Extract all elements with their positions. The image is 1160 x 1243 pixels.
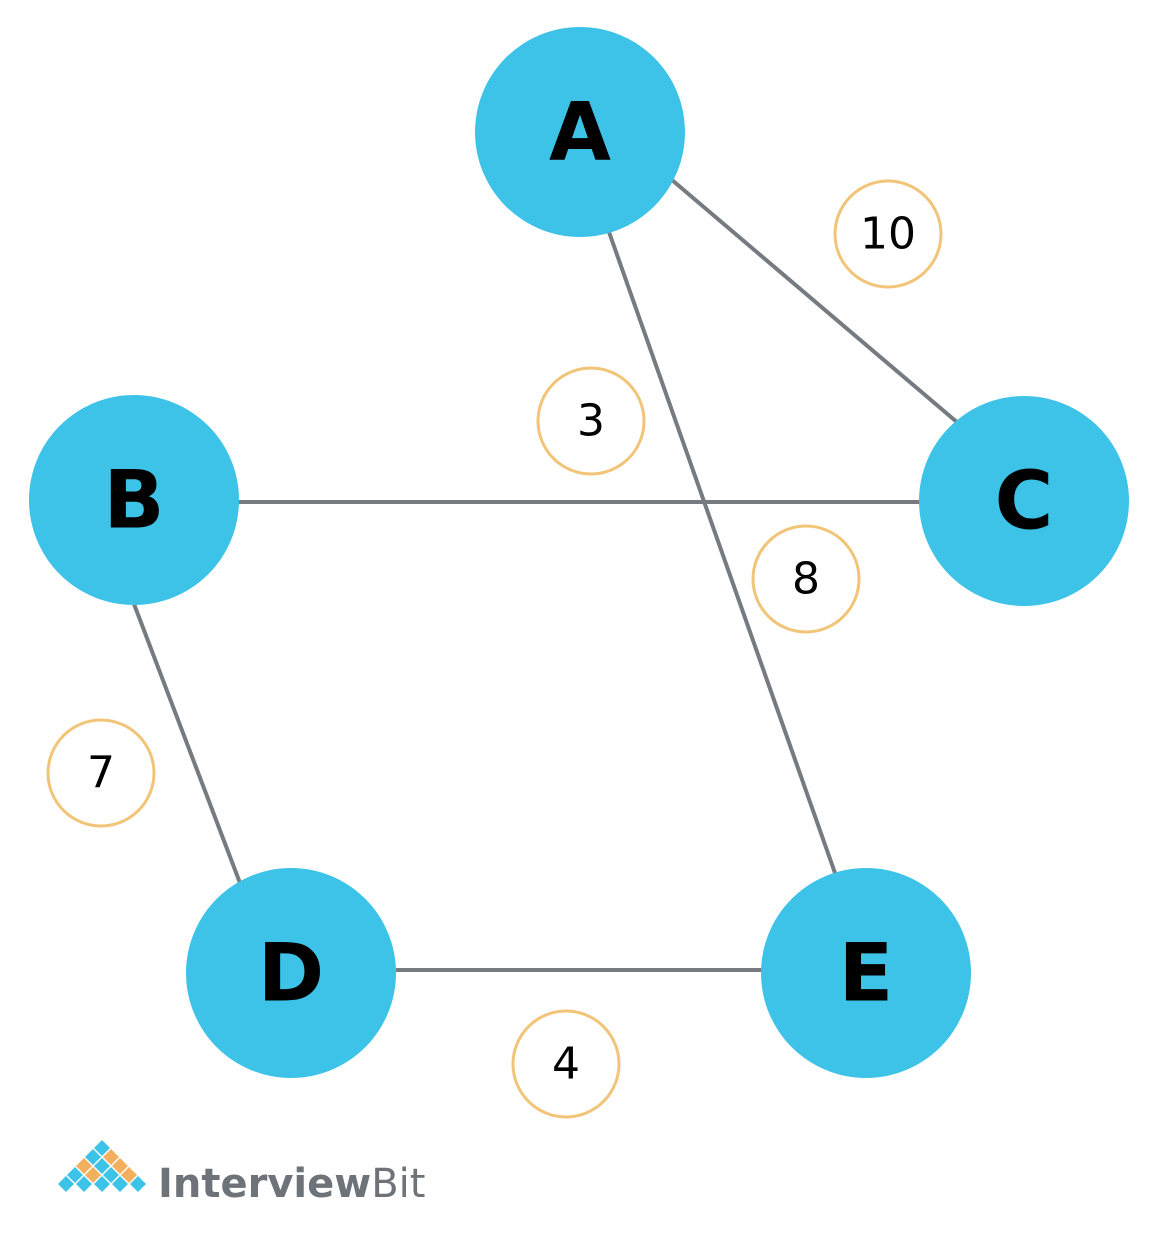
weight-d-e-label: 4	[552, 1039, 580, 1090]
weight-a-c-label: 10	[860, 209, 916, 260]
edge-a-e	[607, 231, 837, 874]
node-b-circle	[29, 395, 239, 605]
node-c-circle	[919, 396, 1129, 606]
weight-b-c-ring	[536, 366, 646, 476]
weight-b-d: 7	[46, 718, 156, 828]
weight-d-e: 4	[511, 1009, 621, 1119]
node-d: D	[186, 868, 396, 1078]
weight-a-e-ring	[751, 524, 861, 634]
brand-name: InterviewBit	[158, 1161, 425, 1207]
weight-a-e-label: 8	[792, 554, 820, 605]
interviewbit-logo: InterviewBit	[58, 1140, 425, 1207]
node-e: E	[761, 868, 971, 1078]
weight-a-c-ring	[833, 179, 943, 289]
node-a-label: A	[549, 86, 611, 179]
logo-diamond-icon	[58, 1140, 146, 1192]
node-a: A	[475, 27, 685, 237]
weight-d-e-ring	[511, 1009, 621, 1119]
node-a-circle	[475, 27, 685, 237]
node-d-label: D	[258, 927, 324, 1020]
weight-a-c: 10	[833, 179, 943, 289]
node-e-label: E	[839, 927, 894, 1020]
node-e-circle	[761, 868, 971, 1078]
node-b-label: B	[104, 454, 165, 547]
node-d-circle	[186, 868, 396, 1078]
node-c: C	[919, 396, 1129, 606]
node-c-label: C	[995, 455, 1054, 548]
edge-a-c	[670, 178, 960, 425]
brand-name-light: Bit	[371, 1161, 425, 1207]
weight-a-e: 8	[751, 524, 861, 634]
node-b: B	[29, 395, 239, 605]
edge-b-d	[132, 603, 242, 884]
weight-b-c-label: 3	[577, 396, 605, 447]
brand-name-bold: Interview	[158, 1161, 371, 1207]
weight-b-c: 3	[536, 366, 646, 476]
edges	[132, 178, 960, 972]
weight-b-d-ring	[46, 718, 156, 828]
weight-b-d-label: 7	[87, 748, 115, 799]
